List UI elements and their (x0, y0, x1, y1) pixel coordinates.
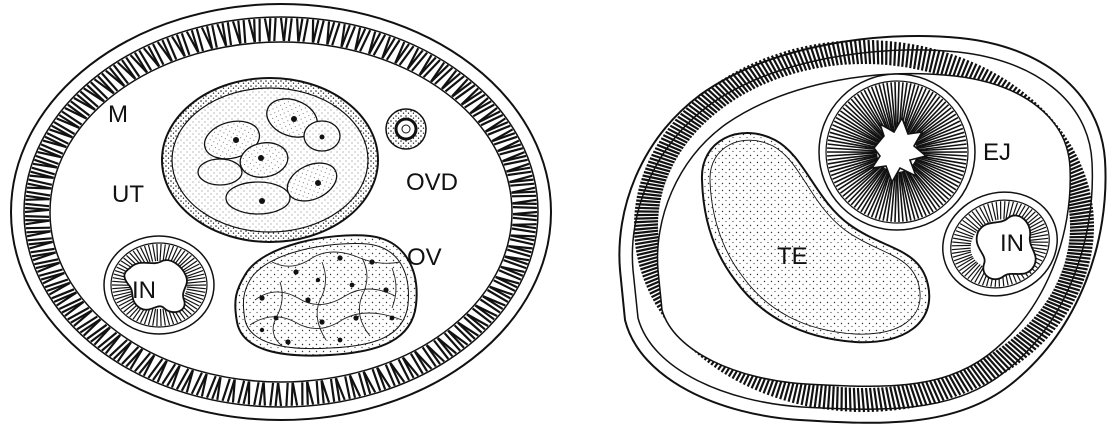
hatch-stroke (26, 228, 50, 229)
hatch-stroke (1070, 233, 1094, 234)
uterus (162, 78, 378, 242)
hatch-stroke (1068, 247, 1092, 248)
hatch-stroke (286, 383, 287, 406)
hatch-stroke (833, 386, 834, 410)
oviduct (386, 109, 426, 149)
hatch-stroke (837, 387, 838, 411)
hatch-stroke (512, 196, 536, 197)
hatch-stroke (1069, 244, 1093, 245)
hatch-stroke (161, 309, 162, 326)
female-intestine (104, 236, 214, 334)
hatch-stroke (894, 42, 895, 66)
female-section: M UT OVD IN OV (11, 4, 551, 420)
hatch-stroke (873, 40, 874, 64)
hatch-stroke (634, 221, 658, 222)
male-section: EJ TE IN (619, 36, 1105, 423)
hatch-stroke (26, 231, 50, 232)
label-te: TE (777, 243, 808, 270)
hatch-stroke (157, 309, 158, 326)
hatch-stroke (512, 192, 536, 193)
hatch-stroke (25, 216, 49, 217)
hatch-stroke (269, 18, 270, 41)
hatch-stroke (850, 388, 851, 412)
hatch-stroke (513, 207, 537, 208)
ejaculatory-duct (819, 74, 975, 230)
label-m: M (108, 101, 128, 128)
label-ov: OV (407, 244, 442, 271)
hatch-stroke (854, 388, 855, 412)
hatch-stroke (890, 41, 891, 65)
hatch-stroke (878, 40, 879, 64)
label-in-male: IN (1000, 230, 1024, 257)
hatch-stroke (254, 19, 255, 42)
hatch-stroke (157, 244, 158, 261)
label-ut: UT (112, 181, 144, 208)
hatch-stroke (274, 18, 275, 41)
label-ovd: OVD (406, 169, 458, 196)
hatch-stroke (1070, 230, 1094, 231)
hatch-stroke (292, 383, 293, 406)
hatch-stroke (635, 208, 659, 209)
hatch-stroke (634, 218, 658, 219)
hatch-stroke (636, 204, 660, 205)
hatch-stroke (307, 382, 308, 405)
label-ej: EJ (983, 139, 1011, 166)
label-in-female: IN (132, 277, 156, 304)
